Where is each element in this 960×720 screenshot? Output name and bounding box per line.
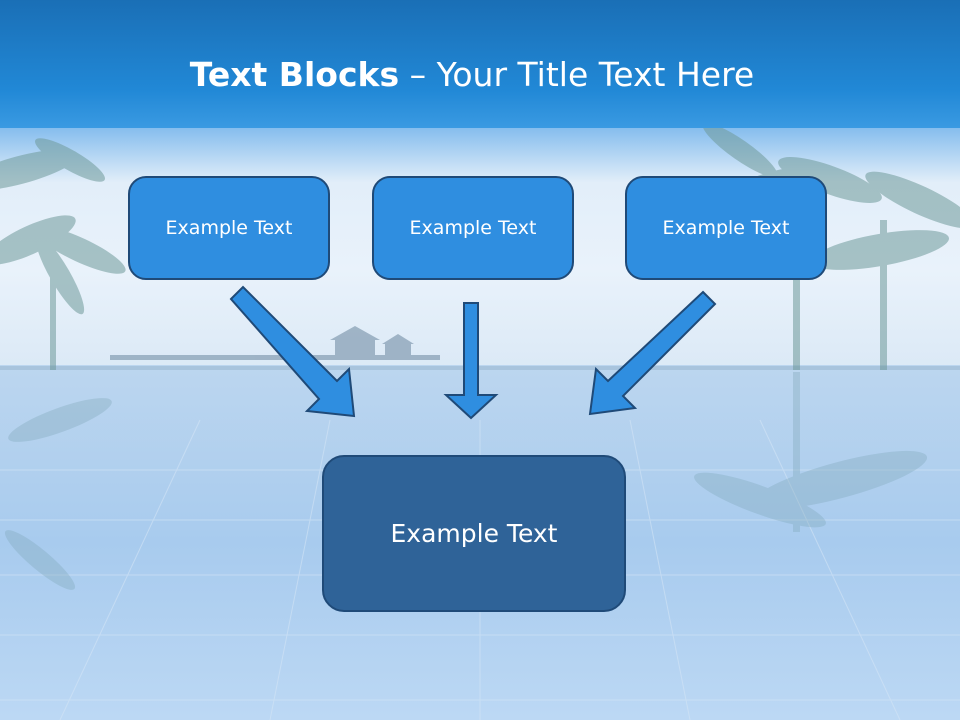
palm-trees-left: [0, 138, 126, 370]
palm-reflections: [4, 372, 928, 590]
slide-title: Text Blocks – Your Title Text Here: [0, 50, 944, 100]
result-block-label: Example Text: [390, 519, 558, 548]
text-block-1-label: Example Text: [165, 217, 293, 239]
header-band: [0, 0, 960, 128]
pool-edge: [0, 366, 960, 370]
text-block-3-label: Example Text: [662, 217, 790, 239]
arrow-right: [588, 290, 717, 416]
text-block-2: Example Text: [372, 176, 574, 280]
arrow-left: [229, 285, 356, 418]
result-block: Example Text: [322, 455, 626, 612]
palm-trees-right: [702, 122, 960, 370]
pier: [110, 326, 440, 360]
text-block-2-label: Example Text: [409, 217, 537, 239]
text-block-1: Example Text: [128, 176, 330, 280]
text-block-3: Example Text: [625, 176, 827, 280]
title-separator: –: [409, 55, 427, 94]
arrow-center: [443, 302, 499, 420]
title-rest: Your Title Text Here: [436, 55, 755, 94]
title-bold: Text Blocks: [189, 55, 400, 94]
